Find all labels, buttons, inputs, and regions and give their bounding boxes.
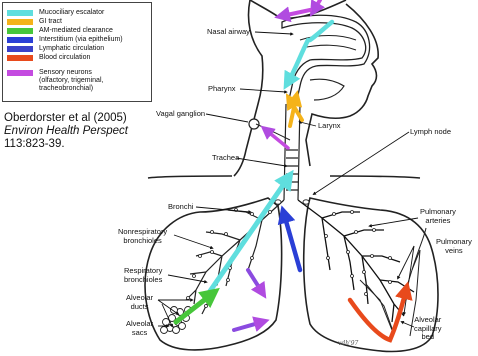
label-alveolar-capillary-bed: Alveolar capillary bed [414, 316, 442, 342]
legend-label: AM-mediated clearance [39, 27, 113, 35]
vagal-ganglion-node [249, 119, 259, 129]
citation: Oberdorster et al (2005) Environ Health … [4, 112, 128, 151]
legend-swatch-sensory [7, 70, 33, 76]
legend-item-mucociliary: Mucociliary escalator [7, 9, 104, 17]
label-alveolar-ducts: Alveolar ducts [126, 294, 153, 311]
label-nonrespiratory-line2: bronchioles [118, 237, 167, 246]
arrow-am-clearance [176, 294, 212, 322]
label-larynx: Larynx [318, 122, 341, 131]
label-pulmonary-veins-line2: veins [436, 247, 472, 256]
legend-label: GI tract [39, 18, 62, 26]
citation-journal: Environ Health Perspect [4, 125, 128, 138]
legend-item-blood: Blood circulation [7, 54, 90, 62]
legend: Mucociliary escalator GI tract AM-mediat… [2, 2, 152, 102]
label-nonrespiratory-bronchioles: Nonrespiratory bronchioles [118, 228, 167, 245]
pathway-arrows [176, 0, 406, 340]
label-vagal-ganglion: Vagal ganglion [156, 110, 205, 119]
label-pulmonary-arteries: Pulmonary arteries [420, 208, 456, 225]
citation-authors: Oberdorster et al (2005) [4, 112, 128, 125]
legend-label: Sensory neurons [39, 69, 103, 77]
label-lymph-node: Lymph node [410, 128, 451, 137]
legend-swatch-blood [7, 55, 33, 61]
legend-swatch-gi-tract [7, 19, 33, 25]
bronchial-tree-right [298, 200, 414, 322]
legend-item-lymphatic: Lymphatic circulation [7, 45, 104, 53]
legend-swatch-am-clearance [7, 28, 33, 34]
arrow-olfactory-top [314, 0, 320, 10]
legend-label: Interstitium (via epithelium) [39, 36, 123, 44]
label-nasal-airway: Nasal airway [207, 28, 250, 37]
legend-item-interstitium: Interstitium (via epithelium) [7, 36, 123, 44]
label-bronchi: Bronchi [168, 203, 193, 212]
arrow-mucociliary [208, 178, 288, 294]
lymph-node [275, 200, 309, 204]
label-respiratory-line2: bronchioles [124, 276, 162, 285]
legend-item-am-clearance: AM-mediated clearance [7, 27, 113, 35]
legend-swatch-interstitium [7, 37, 33, 43]
legend-label: Mucociliary escalator [39, 9, 104, 17]
legend-item-gi-tract: GI tract [7, 18, 62, 26]
arrow-lymphatic [284, 214, 300, 270]
legend-sensory-text: Sensory neurons (olfactory, trigeminal, … [39, 69, 103, 93]
label-alveolar-ducts-line2: ducts [126, 303, 153, 312]
legend-sublabel: tracheobronchial) [39, 85, 103, 93]
legend-label: Lymphatic circulation [39, 45, 104, 53]
legend-swatch-mucociliary [7, 10, 33, 16]
arrow-nasal-cyan [310, 22, 332, 40]
legend-item-sensory: Sensory neurons (olfactory, trigeminal, … [7, 69, 103, 93]
label-pulmonary-veins: Pulmonary veins [436, 238, 472, 255]
label-pulmonary-arteries-line2: arteries [420, 217, 456, 226]
label-alveolar-sacs: Alveolar sacs [126, 320, 153, 337]
label-trachea: Trachea [212, 154, 239, 163]
legend-sublabel: (olfactory, trigeminal, [39, 77, 103, 85]
legend-swatch-lymphatic [7, 46, 33, 52]
legend-label: Blood circulation [39, 54, 90, 62]
artist-signature: vdh'97 [338, 340, 358, 347]
label-pharynx: Pharynx [208, 85, 236, 94]
label-alveolar-sacs-line2: sacs [126, 329, 153, 338]
arrow-interstitium-lower [234, 322, 262, 330]
label-alveolar-capillary-line3: bed [414, 333, 442, 342]
arrow-interstitium-upper [248, 270, 262, 292]
label-respiratory-bronchioles: Respiratory bronchioles [124, 267, 162, 284]
citation-volume: 113:823-39. [4, 138, 128, 151]
